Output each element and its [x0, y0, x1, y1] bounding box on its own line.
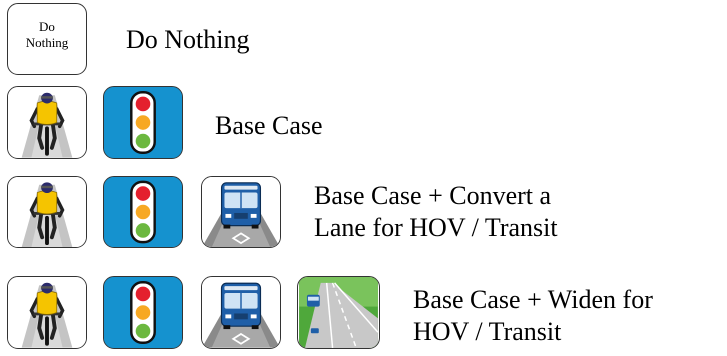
bicyclist-icon: [7, 276, 87, 349]
row-label-convert-lane-line2: Lane for HOV / Transit: [314, 213, 558, 242]
bus-hov-lane-icon: [201, 176, 281, 248]
row-label-base-case: Base Case: [215, 111, 323, 140]
traffic-signal-icon: [103, 86, 183, 159]
row-label-widen-line1: Base Case + Widen for: [413, 285, 653, 314]
do-nothing-tile-line1: Do: [39, 19, 55, 34]
bicyclist-icon: [7, 86, 87, 159]
do-nothing-tile: Do Nothing: [7, 3, 87, 75]
do-nothing-tile-text: Do Nothing: [8, 19, 86, 51]
widened-highway-icon: [297, 276, 380, 349]
traffic-signal-icon: [103, 276, 183, 349]
traffic-signal-icon: [103, 176, 183, 248]
bus-hov-lane-icon: [201, 276, 281, 349]
row-label-convert-lane: Base Case + Convert a Lane for HOV / Tra…: [314, 180, 558, 244]
do-nothing-tile-line2: Nothing: [25, 35, 69, 50]
row-label-widen: Base Case + Widen for HOV / Transit: [413, 284, 653, 348]
row-label-widen-line2: HOV / Transit: [413, 317, 562, 346]
row-label-convert-lane-line1: Base Case + Convert a: [314, 181, 552, 210]
bicyclist-icon: [7, 176, 87, 248]
row-label-do-nothing: Do Nothing: [126, 25, 250, 54]
